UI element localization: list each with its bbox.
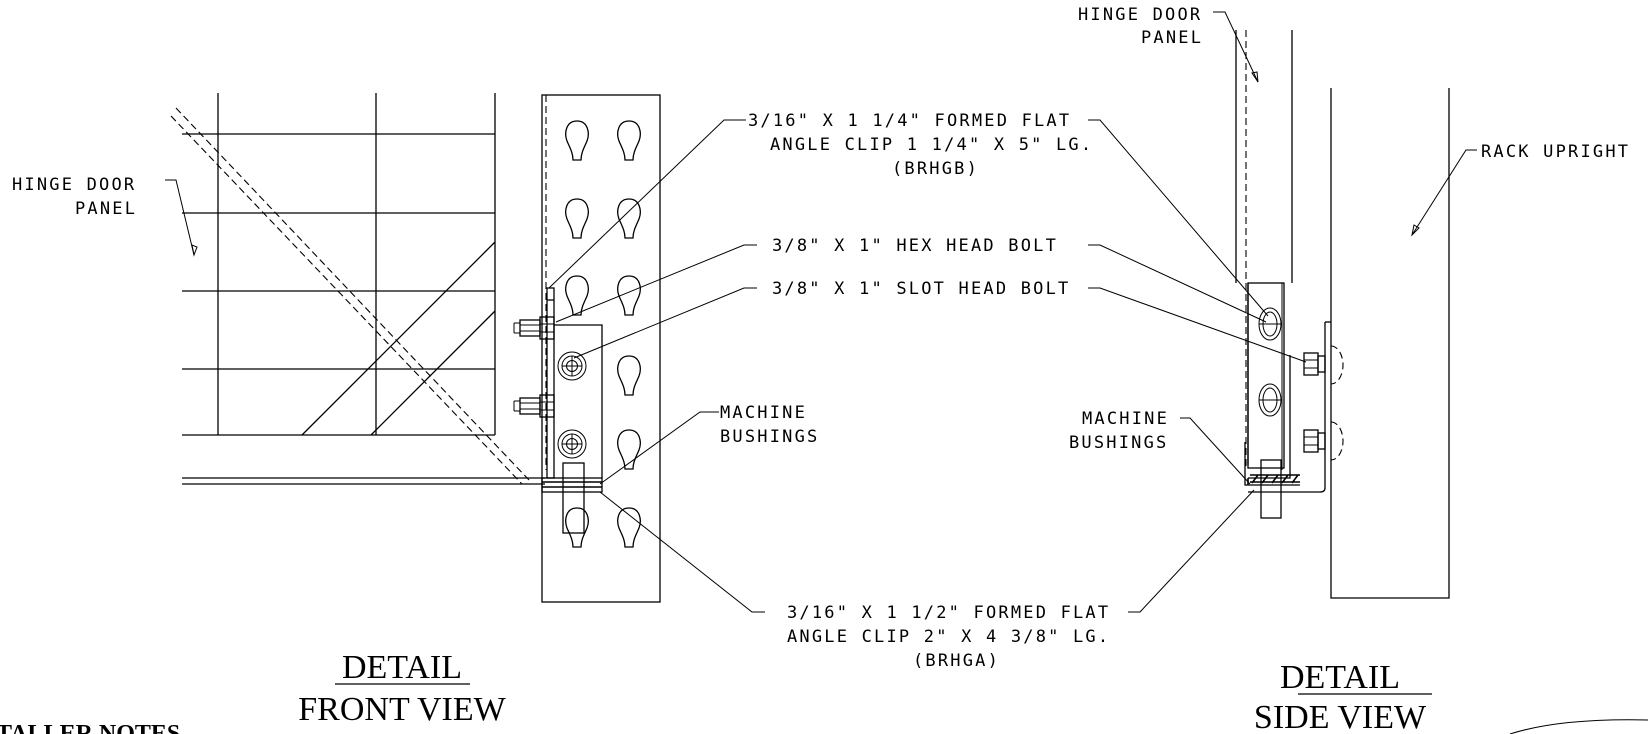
side-view: HINGE DOOR PANEL RACK UPRIGHT MACHINE BU…	[1069, 5, 1648, 734]
side-bushings-label-2: BUSHINGS	[1069, 433, 1168, 453]
clip-brhga-label-3: (BRHGA)	[913, 651, 1000, 671]
rack-upright-label: RACK UPRIGHT	[1481, 142, 1630, 162]
front-view-title-line1: DETAIL	[342, 649, 462, 686]
side-angle-clip-brhga	[1244, 321, 1331, 493]
side-angle-clip-brhgb	[1247, 282, 1291, 479]
installer-notes-heading: TALLER NOTES	[0, 721, 180, 734]
front-hex-bolts	[513, 316, 555, 418]
slot-bolt-label: 3/8" X 1" SLOT HEAD BOLT	[772, 279, 1070, 299]
corner-arc	[1509, 719, 1648, 734]
side-hex-bolts	[1303, 345, 1344, 461]
clip-brhgb-label-1: 3/16" X 1 1/4" FORMED FLAT	[748, 111, 1071, 131]
front-slot-bolts	[557, 351, 587, 459]
front-leader-lines	[165, 119, 765, 613]
clip-brhga-label-1: 3/16" X 1 1/2" FORMED FLAT	[787, 603, 1110, 623]
side-slot-bolts	[1258, 307, 1282, 417]
hex-bolt-label: 3/8" X 1" HEX HEAD BOLT	[772, 236, 1058, 256]
side-hinge-door-label-1: HINGE DOOR	[1078, 5, 1202, 25]
side-leader-lines	[1088, 11, 1477, 613]
clip-brhgb-label-2: ANGLE CLIP 1 1/4" X 5" LG.	[770, 135, 1093, 155]
side-view-title-line2: SIDE VIEW	[1254, 699, 1427, 734]
side-hinge-door-label-2: PANEL	[1141, 28, 1203, 48]
side-bushing-bolt	[1260, 459, 1282, 519]
side-bushings-label-1: MACHINE	[1082, 409, 1169, 429]
front-bushings-label-1: MACHINE	[720, 403, 807, 423]
clip-brhgb-label-3: (BRHGB)	[892, 159, 979, 179]
front-rack-upright	[541, 94, 661, 603]
front-view: DETAIL FRONT VIEW HINGE DOOR PANEL 3/16"…	[12, 93, 1110, 728]
front-angle-clip-brhgb	[546, 287, 603, 479]
side-rack-upright	[1330, 88, 1450, 599]
side-view-title-line1: DETAIL	[1280, 659, 1400, 696]
front-hinge-door-label-2: PANEL	[75, 199, 137, 219]
front-hinge-door-label-1: HINGE DOOR	[12, 175, 136, 195]
front-view-title-line2: FRONT VIEW	[298, 691, 506, 728]
front-angle-clip-brhga	[541, 462, 603, 534]
front-door-panel-mesh	[170, 93, 545, 485]
front-bushings-label-2: BUSHINGS	[720, 427, 819, 447]
clip-brhga-label-2: ANGLE CLIP 2" X 4 3/8" LG.	[787, 627, 1110, 647]
